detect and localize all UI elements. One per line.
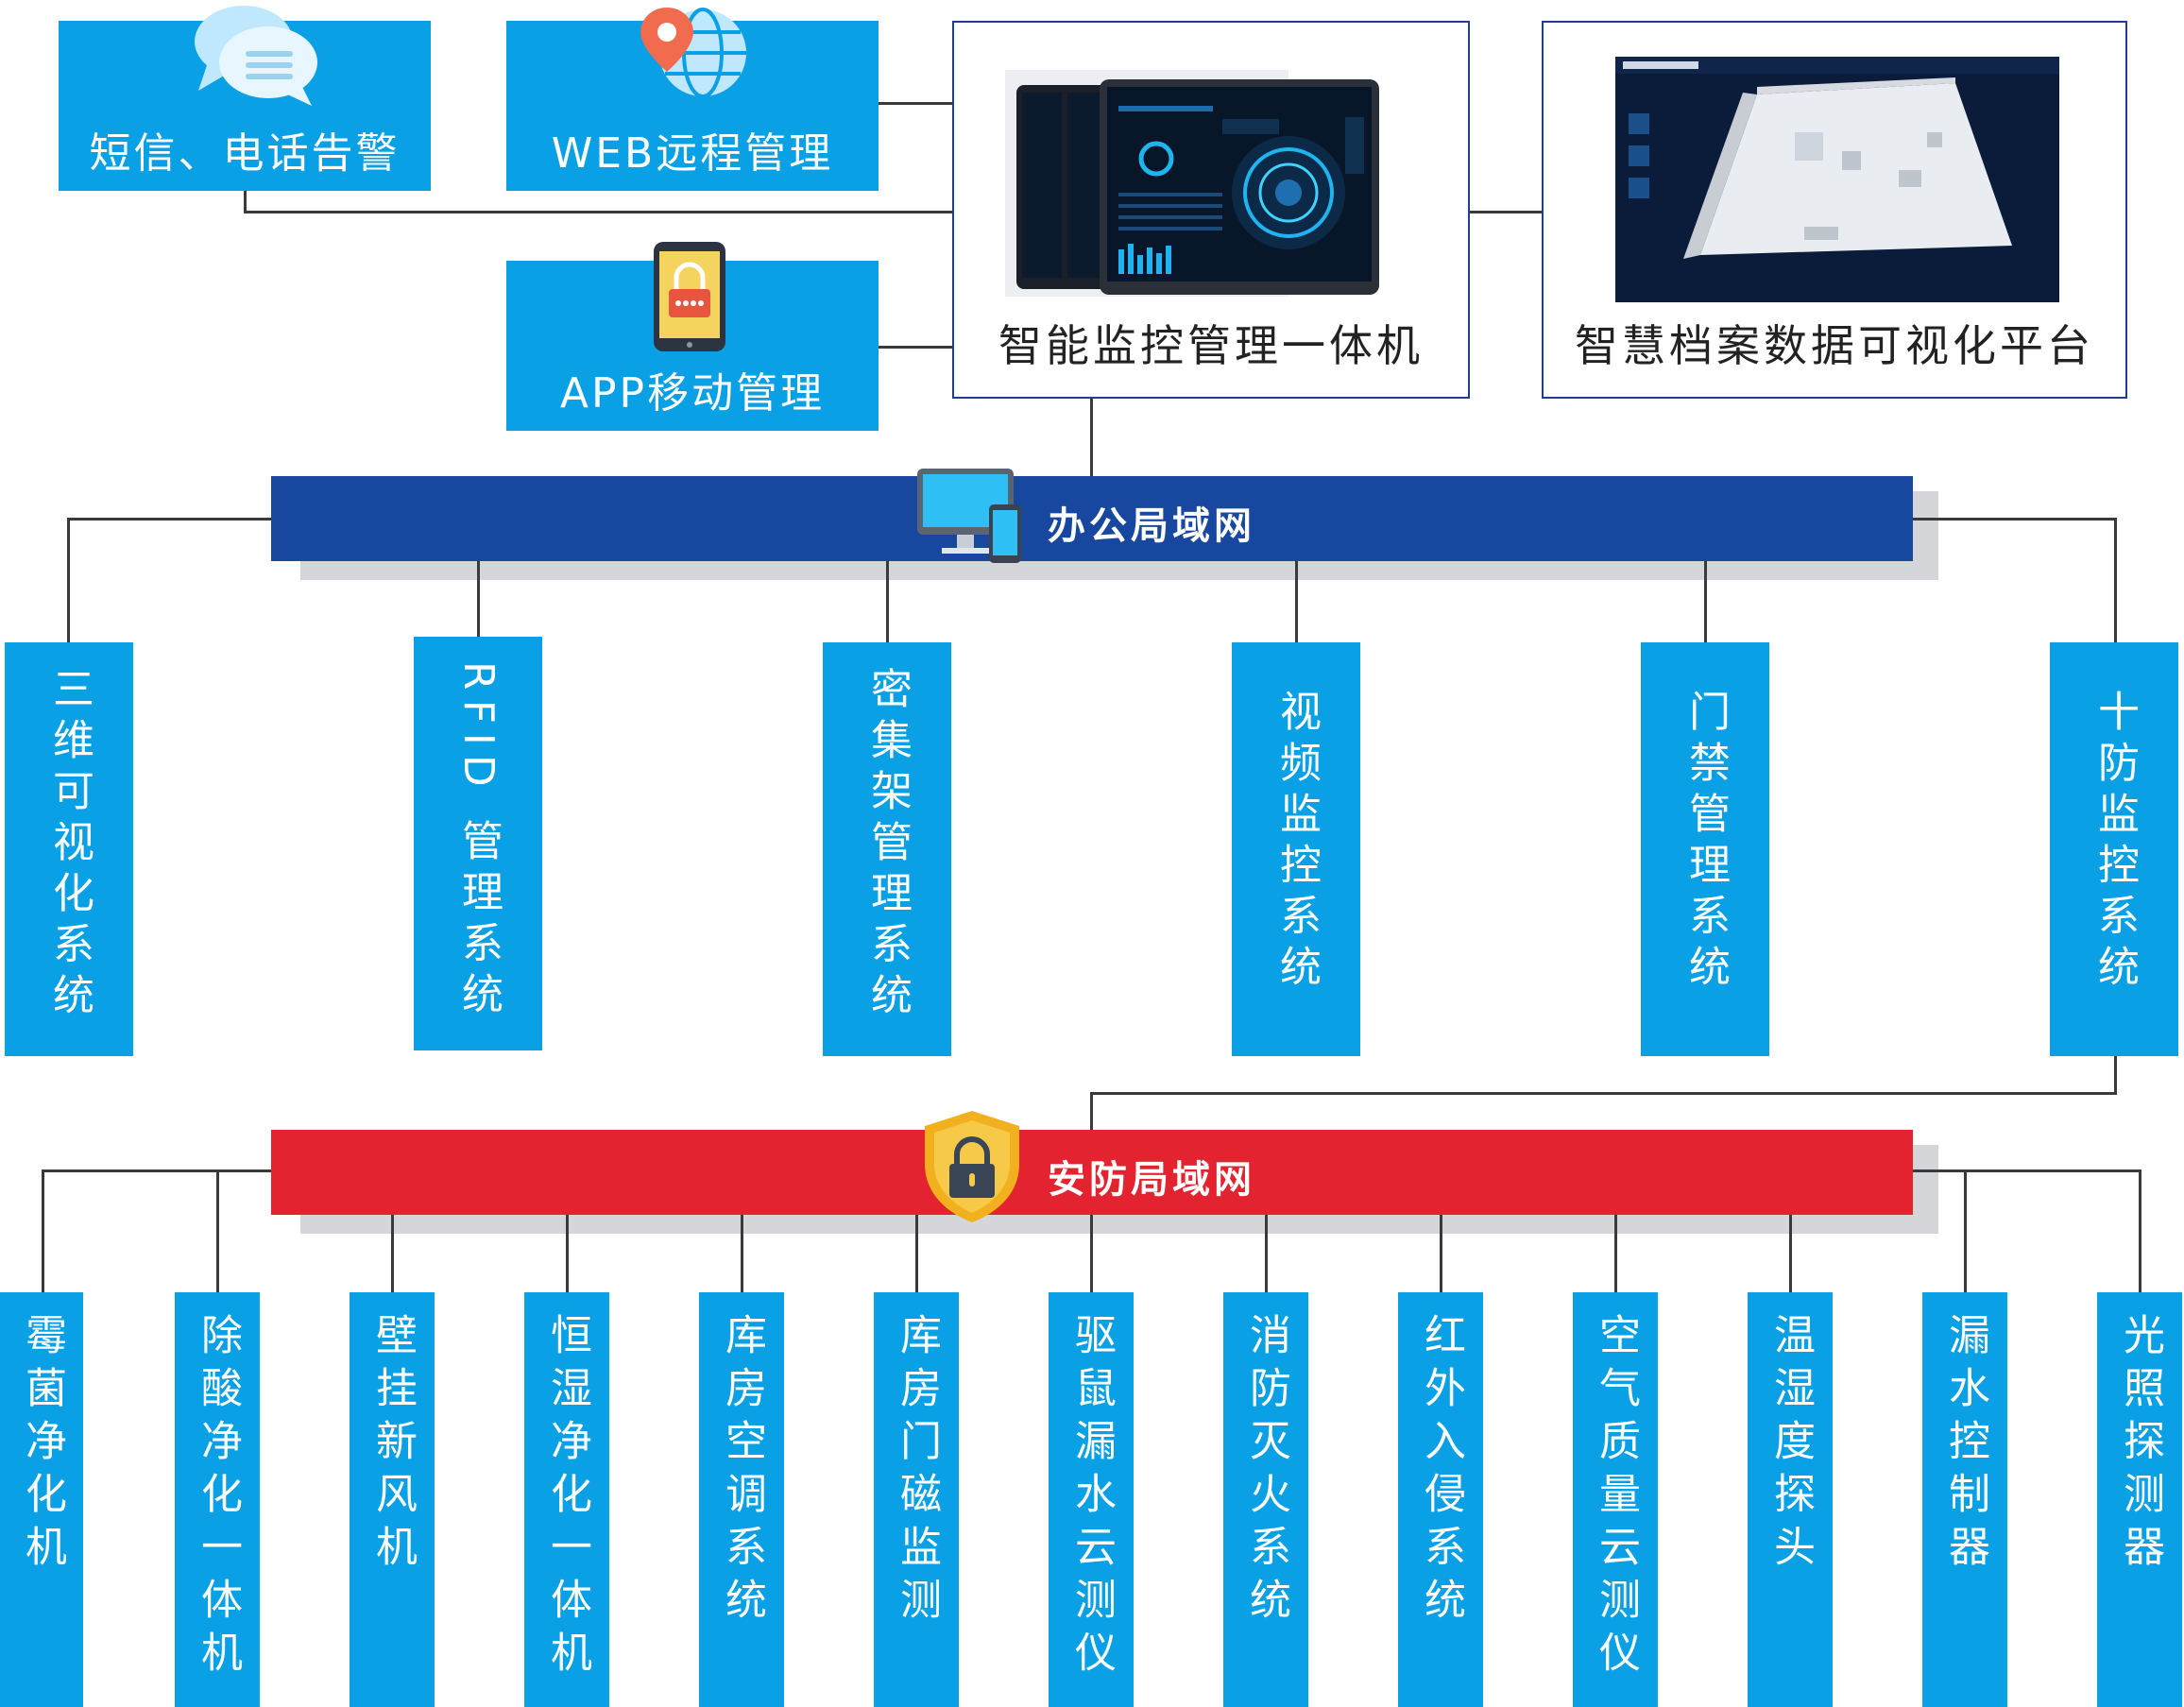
monitor-machine-panel: 智能监控管理一体机 <box>952 21 1470 399</box>
security-device-label: 驱鼠漏水云测仪 <box>1067 1313 1116 1683</box>
mobile-lock-icon <box>654 242 725 351</box>
security-device-label: 除酸净化一体机 <box>194 1313 242 1683</box>
platform-3d-view-image <box>1615 57 2059 302</box>
sms-alarm-box: 短信、电话告警 <box>59 6 431 191</box>
connector-line <box>2114 518 2117 642</box>
connector-line <box>1469 211 1543 213</box>
app-mobile-box: APP移动管理 <box>506 242 879 431</box>
security-device-box: 驱鼠漏水云测仪 <box>1049 1292 1134 1707</box>
connector-line <box>886 561 889 642</box>
security-device-box: 除酸净化一体机 <box>175 1292 260 1707</box>
visual-platform-label: 智慧档案数据可视化平台 <box>1575 320 2094 371</box>
office-system-label: 密集架管理系统 <box>863 667 912 1024</box>
office-system-box: 十防监控系统 <box>2050 642 2178 1056</box>
connector-line <box>1789 1215 1792 1292</box>
office-system-box: RFID 管理系统 <box>414 637 542 1050</box>
connector-line <box>1265 1215 1268 1292</box>
monitor-screens-image <box>1005 70 1379 297</box>
security-device-label: 库房空调系统 <box>718 1313 766 1630</box>
computer-phone-icon <box>917 469 1021 563</box>
security-device-label: 空气质量云测仪 <box>1592 1313 1640 1683</box>
connector-line <box>244 189 247 213</box>
office-system-box: 视频监控系统 <box>1232 642 1360 1056</box>
connector-line <box>1295 561 1298 642</box>
connector-line <box>1090 1215 1093 1292</box>
security-lan-label: 安防局域网 <box>1048 1158 1255 1202</box>
office-system-label: 视频监控系统 <box>1272 690 1321 996</box>
security-lan-bar: 安防局域网 <box>271 1111 1913 1222</box>
sms-alarm-label: 短信、电话告警 <box>89 129 401 178</box>
security-device-box: 红外入侵系统 <box>1398 1292 1483 1707</box>
security-device-label: 壁挂新风机 <box>368 1313 417 1578</box>
connector-line <box>391 1215 394 1292</box>
connector-line <box>42 1169 271 1172</box>
monitor-machine-label: 智能监控管理一体机 <box>998 320 1424 371</box>
connector-line <box>1440 1215 1442 1292</box>
security-device-label: 温湿度探头 <box>1766 1313 1815 1578</box>
security-device-box: 消防灭火系统 <box>1223 1292 1308 1707</box>
security-device-box: 霉菌净化机 <box>0 1292 83 1707</box>
connector-line <box>1913 1169 2141 1172</box>
connector-line <box>1090 1092 1093 1132</box>
connector-line <box>1614 1215 1617 1292</box>
security-device-box: 恒湿净化一体机 <box>524 1292 609 1707</box>
connector-line <box>42 1169 44 1292</box>
connector-line <box>244 211 954 213</box>
security-device-box: 漏水控制器 <box>1922 1292 2007 1707</box>
security-device-box: 空气质量云测仪 <box>1573 1292 1658 1707</box>
office-system-label: 门禁管理系统 <box>1681 690 1730 996</box>
security-device-label: 消防灭火系统 <box>1242 1313 1290 1630</box>
security-device-box: 库房空调系统 <box>699 1292 784 1707</box>
connector-line <box>1913 518 2117 521</box>
connector-line <box>2139 1169 2141 1292</box>
connector-line <box>741 1215 743 1292</box>
shield-lock-icon <box>925 1111 1019 1222</box>
office-system-label: 十防监控系统 <box>2090 690 2139 996</box>
security-device-label: 霉菌净化机 <box>18 1313 66 1578</box>
office-system-label: 三维可视化系统 <box>45 667 94 1024</box>
office-lan-bar: 办公局域网 <box>271 469 1913 563</box>
connector-line <box>67 518 70 642</box>
office-system-box: 三维可视化系统 <box>5 642 133 1056</box>
security-device-label: 光照探测器 <box>2116 1313 2164 1578</box>
connector-line <box>1090 397 1093 477</box>
connector-line <box>875 346 954 349</box>
app-mobile-label: APP移动管理 <box>559 369 826 418</box>
connector-line <box>875 102 954 105</box>
connector-line <box>566 1215 569 1292</box>
web-remote-box: WEB远程管理 <box>506 8 879 191</box>
security-device-box: 壁挂新风机 <box>350 1292 435 1707</box>
chat-bubble-icon <box>195 6 317 106</box>
security-device-label: 红外入侵系统 <box>1417 1313 1465 1630</box>
connector-line <box>1090 1092 2117 1095</box>
security-device-label: 库房门磁监测 <box>893 1313 941 1630</box>
security-device-box: 库房门磁监测 <box>874 1292 959 1707</box>
connector-line <box>477 561 480 637</box>
web-remote-label: WEB远程管理 <box>551 129 834 178</box>
office-system-box: 门禁管理系统 <box>1641 642 1769 1056</box>
office-system-label: RFID 管理系统 <box>454 661 503 1023</box>
connector-line <box>1964 1169 1967 1292</box>
connector-line <box>2114 1056 2117 1094</box>
globe-location-icon <box>640 8 746 98</box>
office-system-box: 密集架管理系统 <box>823 642 951 1056</box>
connector-line <box>67 518 271 521</box>
connector-line <box>1704 561 1707 642</box>
security-device-label: 漏水控制器 <box>1941 1313 1989 1578</box>
security-device-box: 温湿度探头 <box>1748 1292 1833 1707</box>
security-device-box: 光照探测器 <box>2097 1292 2182 1707</box>
visual-platform-panel: 智慧档案数据可视化平台 <box>1542 21 2127 399</box>
connector-line <box>216 1169 219 1292</box>
connector-line <box>915 1215 918 1292</box>
security-device-label: 恒湿净化一体机 <box>543 1313 591 1683</box>
office-lan-label: 办公局域网 <box>1048 504 1255 548</box>
